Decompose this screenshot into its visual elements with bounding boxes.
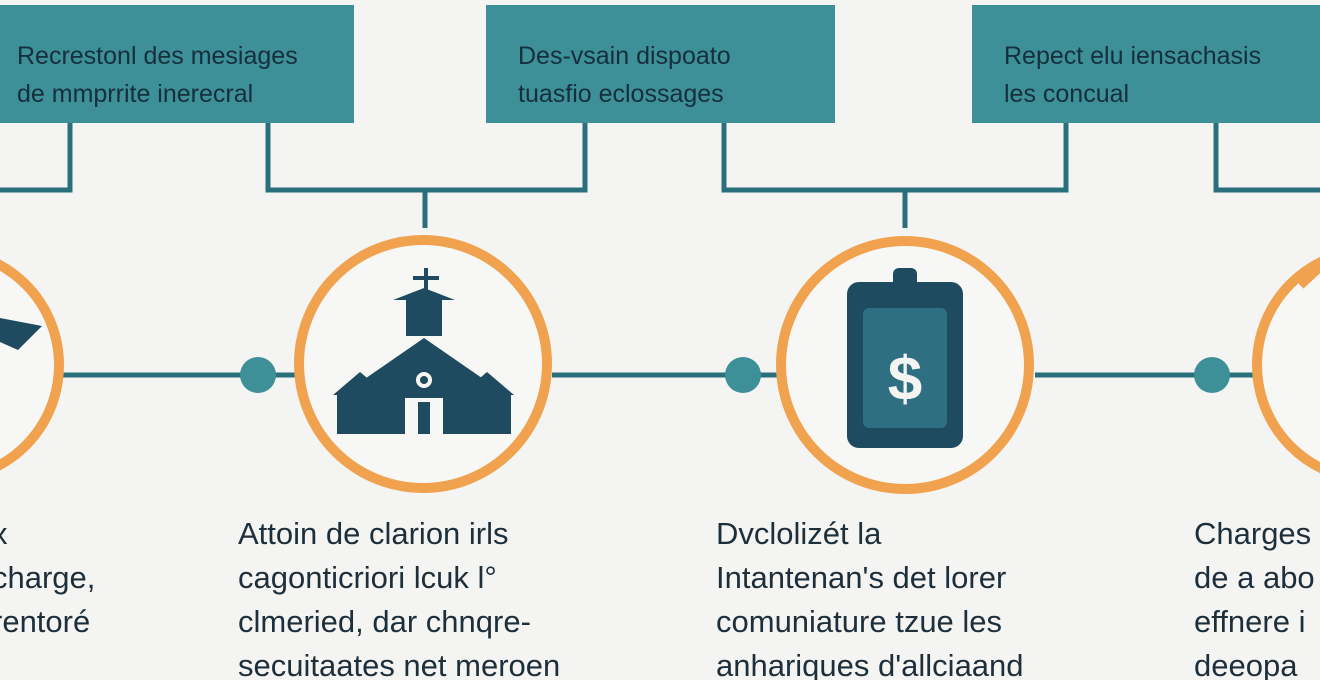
step-2-line-2: cagonticriori lcuk l° — [238, 560, 497, 595]
step-circle-2 — [294, 235, 552, 493]
step-3-line-2: Intantenan's det lorer — [716, 560, 1007, 595]
step-4-line-3: effnere i — [1194, 604, 1306, 639]
timeline-dot-3 — [1194, 357, 1230, 393]
step-3-line-4: anhariques d'allciaand — [716, 648, 1024, 680]
header-box-1: Recrestonl des mesiages de mmprrite iner… — [0, 5, 354, 123]
connector-header-2 — [265, 123, 588, 228]
header-1-line-1: Recrestonl des mesiages — [17, 42, 298, 70]
step-1-line-2: charge, — [0, 560, 96, 595]
step-2-line-1: Attoin de clarion irls — [238, 516, 509, 551]
step-circle-3: $ — [776, 236, 1034, 494]
step-3-line-1: Dvclolizét la — [716, 516, 882, 551]
connector-header-1 — [0, 123, 73, 193]
header-3-line-1: Repect elu iensachasis — [1004, 42, 1262, 70]
church-icon — [333, 268, 514, 434]
header-2-line-2: tuasfio eclossages — [518, 80, 724, 108]
header-2-line-1: Des-vsain dispoato — [518, 42, 731, 70]
step-circle-1 — [0, 259, 64, 471]
step-1-line-1: x — [0, 512, 95, 556]
step-4-line-4: deeopa — [1194, 648, 1298, 680]
step-2-line-3: clmeried, dar chnqre- — [238, 604, 531, 639]
step-4-line-2: de a abo — [1194, 560, 1315, 595]
step-2-line-4: secuitaates net meroen — [238, 648, 561, 680]
connector-header-4 — [1213, 123, 1320, 193]
step-text-3: Dvclolizét la Intantenan's det lorer com… — [716, 512, 1024, 680]
step-text-1: x charge, rentoré — [0, 512, 95, 644]
step-4-line-1: Charges — [1194, 516, 1312, 551]
partial-tool-icon — [0, 318, 42, 350]
timeline-dot-1 — [240, 357, 276, 393]
header-1-line-2: de mmprrite inerecral — [17, 80, 254, 108]
header-box-2: Des-vsain dispoato tuasfio eclossages — [486, 5, 835, 123]
step-circle-4 — [1252, 256, 1320, 474]
header-box-3: Repect elu iensachasis les concual — [972, 5, 1320, 123]
timeline-dot-2 — [725, 357, 761, 393]
step-text-2: Attoin de clarion irls cagonticriori lcu… — [238, 512, 560, 680]
step-text-4: Charges de a abo effnere i deeopa — [1194, 512, 1315, 680]
dollar-icon: $ — [888, 345, 922, 414]
money-jar-icon: $ — [847, 268, 963, 448]
step-3-line-3: comuniature tzue les — [716, 604, 1003, 639]
prohibited-icon — [1296, 259, 1320, 289]
connector-header-3 — [721, 123, 1069, 228]
step-1-line-3: rentoré — [0, 604, 91, 639]
header-3-line-2: les concual — [1004, 80, 1130, 108]
